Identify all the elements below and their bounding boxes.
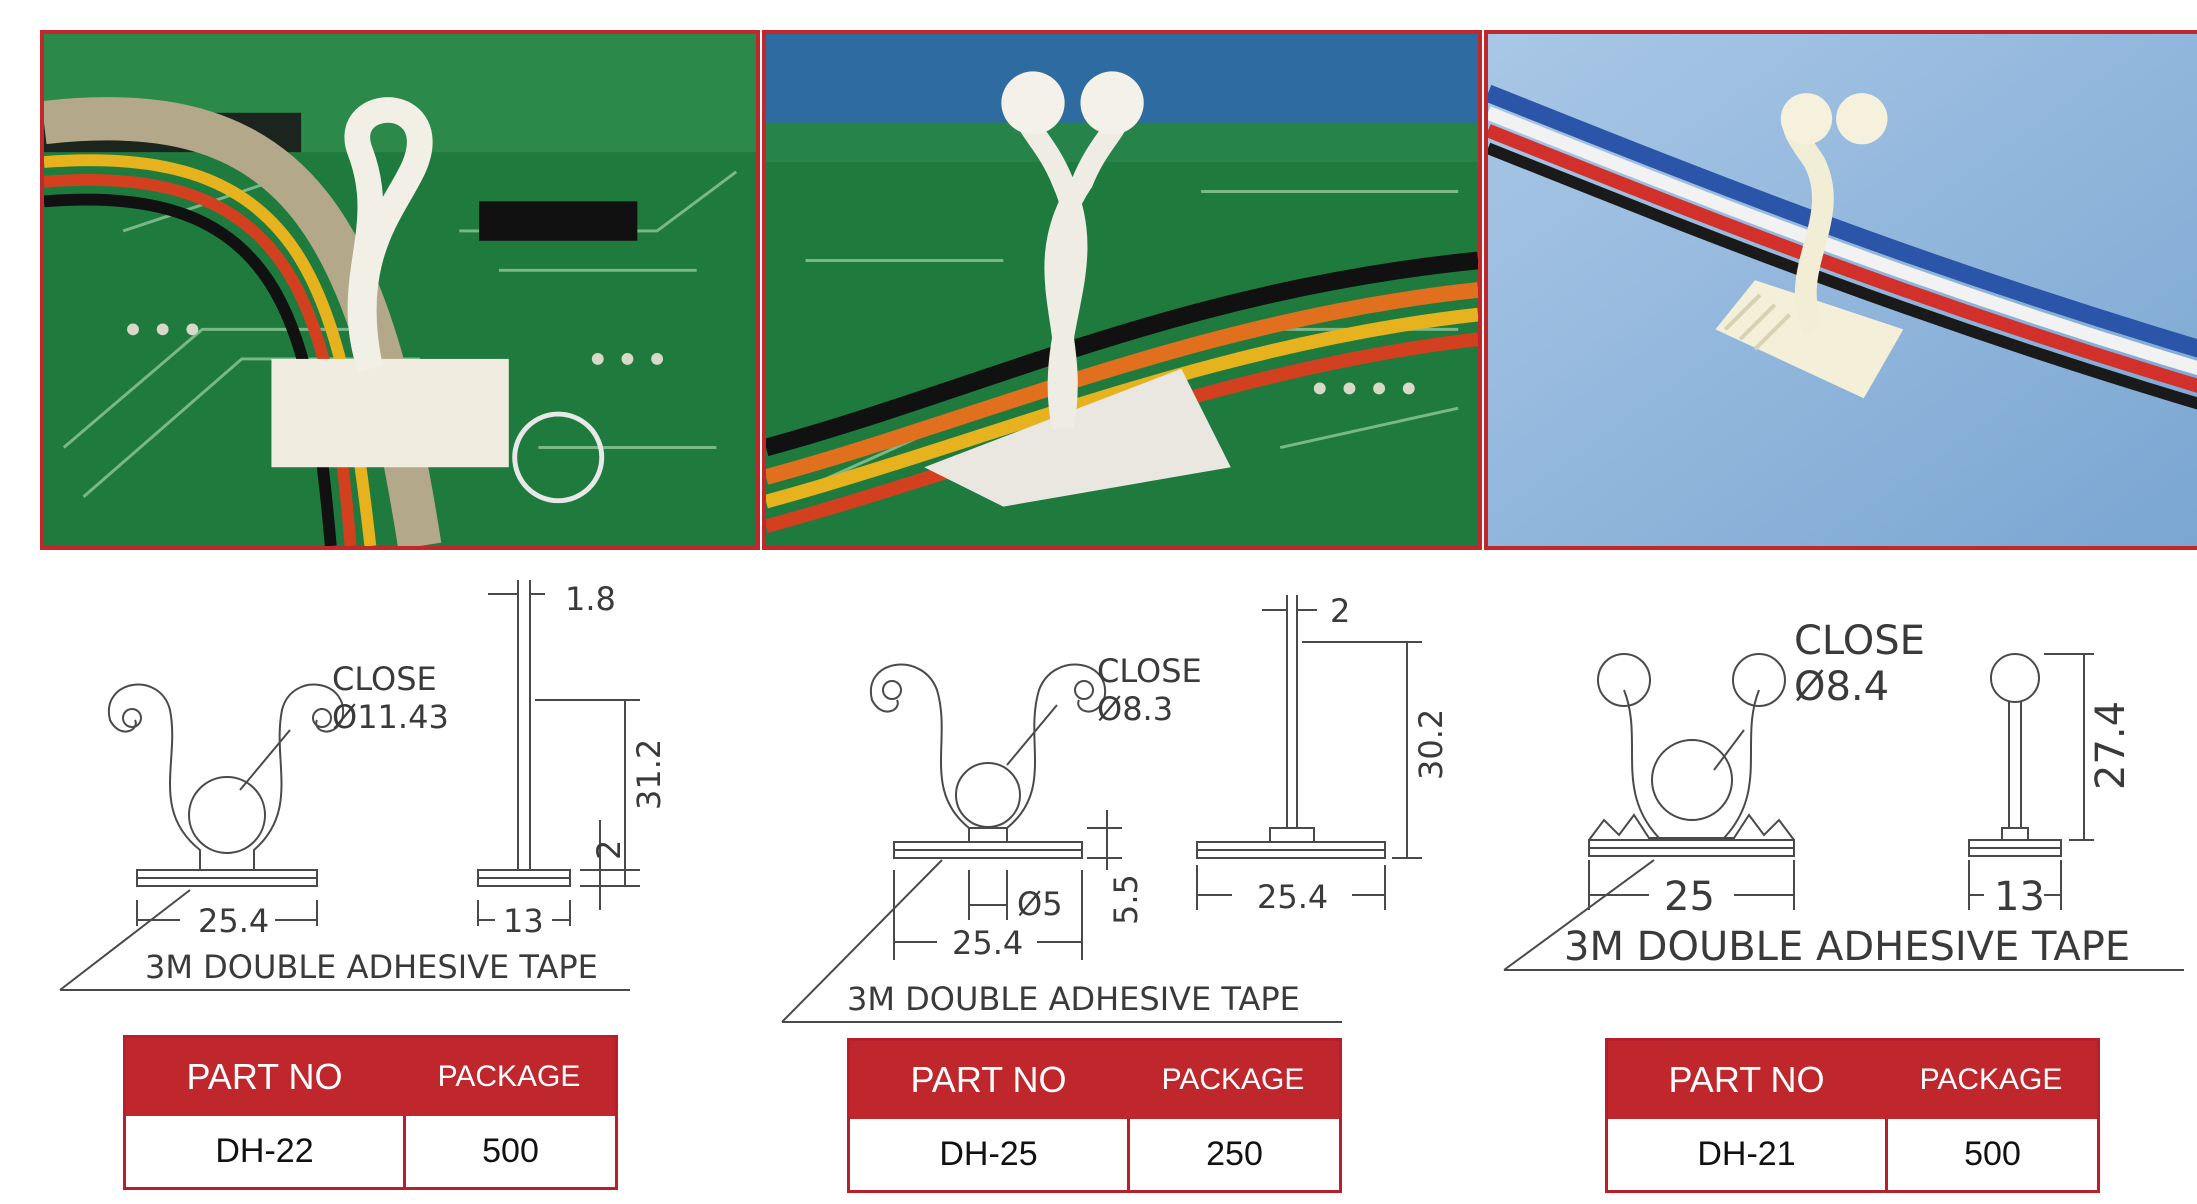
clip-drawing-svg: 2 CLOSE Ø8.3 30.2 5.5 Ø5 25.4 25.4 3M DO… [781, 592, 1450, 1023]
technical-drawing-dh25: 2 CLOSE Ø8.3 30.2 5.5 Ø5 25.4 25.4 3M DO… [762, 570, 1482, 1030]
thickness-dim: 2 [1330, 592, 1350, 630]
side-width-dim: 13 [503, 902, 544, 940]
tape-label: 3M DOUBLE ADHESIVE TAPE [847, 980, 1300, 1018]
cable-photo-image [1488, 34, 2197, 546]
part-no-value: DH-22 [126, 1116, 406, 1187]
close-diameter: Ø8.3 [1097, 690, 1173, 728]
technical-drawing-dh22: 1.8 CLOSE Ø11.43 31.2 2 25.4 13 3M DOUBL… [40, 570, 760, 1030]
close-label: CLOSE [1097, 652, 1202, 690]
part-no-value: DH-21 [1608, 1119, 1888, 1190]
stem-diameter-dim: Ø5 [1017, 885, 1063, 923]
technical-drawing-dh21: CLOSE Ø8.4 27.4 25 13 3M DOUBLE ADHESIVE… [1484, 570, 2197, 1030]
height-dim: 27.4 [2088, 701, 2134, 790]
product-panel-dh21: CLOSE Ø8.4 27.4 25 13 3M DOUBLE ADHESIVE… [1484, 0, 2197, 1204]
height-dim: 30.2 [1412, 709, 1450, 780]
product-panel-dh25: 2 CLOSE Ø8.3 30.2 5.5 Ø5 25.4 25.4 3M DO… [762, 0, 1482, 1204]
pcb-photo-image [766, 34, 1478, 546]
tape-label: 3M DOUBLE ADHESIVE TAPE [145, 948, 598, 986]
part-table-dh22: PART NO PACKAGE DH-22 500 [123, 1035, 618, 1190]
table-row: DH-25 250 [850, 1119, 1339, 1190]
close-diameter: Ø8.4 [1794, 664, 1889, 710]
thickness-dim: 1.8 [565, 580, 616, 618]
table-row: DH-21 500 [1608, 1119, 2097, 1190]
part-no-header: PART NO [1668, 1059, 1825, 1100]
close-label: CLOSE [1794, 618, 1925, 664]
clip-drawing-svg: 1.8 CLOSE Ø11.43 31.2 2 25.4 13 3M DOUBL… [59, 580, 668, 991]
base-width-dim: 25.4 [198, 902, 269, 940]
part-no-value: DH-25 [850, 1119, 1130, 1190]
pcb-photo-image [44, 34, 756, 546]
part-no-header: PART NO [910, 1059, 1067, 1100]
close-label: CLOSE [332, 660, 437, 698]
table-header: PART NO PACKAGE [126, 1038, 615, 1116]
package-value: 500 [1964, 1135, 2021, 1173]
product-photo-dh21 [1484, 30, 2197, 550]
package-header: PACKAGE [1161, 1063, 1305, 1096]
product-photo-dh22 [40, 30, 760, 550]
clip-drawing-svg: CLOSE Ø8.4 27.4 25 13 3M DOUBLE ADHESIVE… [1503, 618, 2184, 971]
table-header: PART NO PACKAGE [850, 1041, 1339, 1119]
package-value: 250 [1206, 1135, 1263, 1173]
part-table-dh25: PART NO PACKAGE DH-25 250 [847, 1038, 1342, 1193]
part-no-header: PART NO [186, 1056, 343, 1097]
base-width-dim: 25.4 [952, 924, 1023, 962]
height-dim: 31.2 [630, 739, 668, 810]
side-width-dim: 25.4 [1257, 878, 1328, 916]
side-width-dim: 13 [1994, 874, 2045, 920]
table-row: DH-22 500 [126, 1116, 615, 1187]
base-width-dim: 25 [1664, 874, 1715, 920]
tape-label: 3M DOUBLE ADHESIVE TAPE [1564, 924, 2130, 970]
product-panel-dh22: 1.8 CLOSE Ø11.43 31.2 2 25.4 13 3M DOUBL… [40, 0, 760, 1204]
base-thickness-dim: 5.5 [1107, 874, 1145, 925]
close-diameter: Ø11.43 [332, 698, 449, 736]
part-table-dh21: PART NO PACKAGE DH-21 500 [1605, 1038, 2100, 1193]
product-photo-dh25 [762, 30, 1482, 550]
package-value: 500 [482, 1132, 539, 1170]
table-header: PART NO PACKAGE [1608, 1041, 2097, 1119]
base-thickness-dim: 2 [590, 840, 628, 860]
package-header: PACKAGE [437, 1060, 581, 1093]
package-header: PACKAGE [1919, 1063, 2063, 1096]
